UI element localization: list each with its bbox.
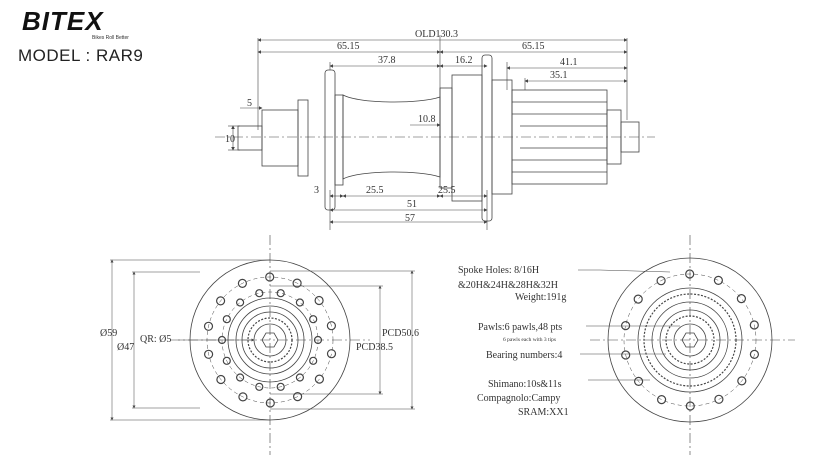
spoke-hole (685, 269, 695, 279)
dim-16-2: 16.2 (455, 55, 473, 66)
spoke-hole (238, 392, 248, 402)
dim-d47: Ø47 (117, 342, 134, 353)
spec-pawls-note: 6 pawls each with 3 tips (503, 337, 556, 343)
spoke-hole (295, 298, 304, 307)
specs-block: Spoke Holes: 8/16H &20H&24H&28H&32H Weig… (458, 265, 569, 418)
left-bearing-seat (297, 99, 309, 177)
side-view-dimensions: OLD130.3 65.15 65.15 37.8 16.2 41.1 35.1… (225, 29, 578, 224)
dim-65-15-left: 65.15 (337, 41, 360, 52)
spoke-hole (326, 349, 337, 359)
right-axle-end (620, 121, 640, 153)
left-view-dimensions: Ø59 Ø47 QR: Ø5 PCD50.6 PCD38.5 (100, 328, 419, 353)
spoke-hole (749, 320, 759, 330)
brand-logo: BITEX (22, 6, 104, 36)
spoke-holes-outer (203, 272, 337, 408)
spoke-hole (293, 392, 303, 402)
header: BITEX Bikes Roll Better MODEL : RAR9 (12, 6, 212, 66)
dim-25-5-left: 25.5 (366, 185, 384, 196)
spoke-hole (656, 395, 667, 405)
spoke-hole (736, 294, 747, 304)
dim-10: 10 (225, 134, 235, 145)
spoke-hole (255, 289, 264, 298)
spoke-hole (265, 272, 275, 282)
spoke-hole (276, 289, 285, 298)
dim-pcd50-6: PCD50.6 (382, 328, 419, 339)
spec-spoke-holes-options: &20H&24H&28H&32H (458, 280, 558, 291)
dim-51: 51 (407, 199, 417, 210)
dimension-lines (228, 35, 628, 230)
dim-35-1: 35.1 (550, 70, 568, 81)
spoke-holes-inner (217, 289, 323, 391)
spec-sram: SRAM:XX1 (518, 407, 569, 418)
dim-65-15-right: 65.15 (522, 41, 545, 52)
spoke-hole (314, 295, 324, 306)
axle-hex (261, 332, 279, 348)
spoke-hole (255, 382, 264, 391)
left-axle-end (237, 125, 263, 151)
dim-old: OLD130.3 (415, 29, 458, 40)
spoke-hole (633, 294, 643, 304)
spoke-hole (749, 349, 760, 359)
drive-flange-outer (607, 257, 773, 423)
dim-5: 5 (247, 98, 252, 109)
spoke-hole (656, 276, 666, 286)
dim-25-5-right: 25.5 (438, 185, 456, 196)
spoke-hole (633, 376, 644, 386)
spoke-hole (714, 394, 724, 404)
spoke-hole (314, 374, 324, 384)
axle-hex-drive (681, 332, 699, 348)
freehub-splines (643, 293, 737, 387)
spoke-hole (309, 315, 318, 324)
spoke-hole (292, 278, 302, 288)
spec-bearings: Bearing numbers:4 (486, 350, 562, 361)
spoke-holes-drive (620, 269, 760, 411)
spoke-hole (309, 356, 318, 365)
model-label: MODEL : RAR9 (18, 46, 144, 65)
spoke-hole (313, 335, 323, 345)
spoke-hole (326, 321, 336, 331)
left-flange-collar (334, 94, 344, 186)
spec-campagnolo: Compagnolo:Campy (477, 393, 560, 404)
dim-d59: Ø59 (100, 328, 117, 339)
spoke-hole (265, 398, 275, 408)
dim-3: 3 (314, 185, 319, 196)
right-flange-disk (451, 74, 483, 202)
brand-tagline: Bikes Roll Better (92, 35, 129, 41)
spec-spoke-holes: Spoke Holes: 8/16H (458, 265, 539, 276)
dim-57: 57 (405, 213, 415, 224)
spoke-hole (237, 278, 247, 288)
spoke-hole (276, 382, 285, 391)
dim-37-8: 37.8 (378, 55, 396, 66)
spoke-hole (713, 275, 724, 285)
spoke-hole (685, 401, 695, 411)
dim-pcd38-5: PCD38.5 (356, 342, 393, 353)
spoke-hole (236, 373, 245, 382)
spoke-hole (621, 350, 631, 360)
spoke-hole (204, 349, 214, 359)
spoke-hole (222, 315, 231, 324)
spoke-hole (216, 374, 226, 385)
spoke-hole (222, 356, 231, 365)
spoke-hole (236, 298, 245, 307)
right-end-view (578, 235, 795, 455)
side-view (215, 35, 655, 230)
spoke-hole (737, 376, 747, 386)
left-flange (324, 69, 336, 211)
spoke-hole (295, 373, 304, 382)
spoke-hole (203, 321, 214, 331)
dim-qr: QR: Ø5 (140, 334, 171, 345)
spoke-hole (620, 321, 631, 331)
spec-shimano: Shimano:10s&11s (488, 379, 562, 390)
dim-41-1: 41.1 (560, 57, 578, 68)
left-end-view (110, 235, 415, 455)
dim-10-8: 10.8 (418, 114, 436, 125)
right-flange-collar (439, 87, 453, 189)
spec-weight: Weight:191g (515, 292, 566, 303)
left-end-cap (261, 109, 299, 167)
spoke-hole (216, 296, 226, 306)
spec-pawls: Pawls:6 pawls,48 pts (478, 322, 562, 333)
